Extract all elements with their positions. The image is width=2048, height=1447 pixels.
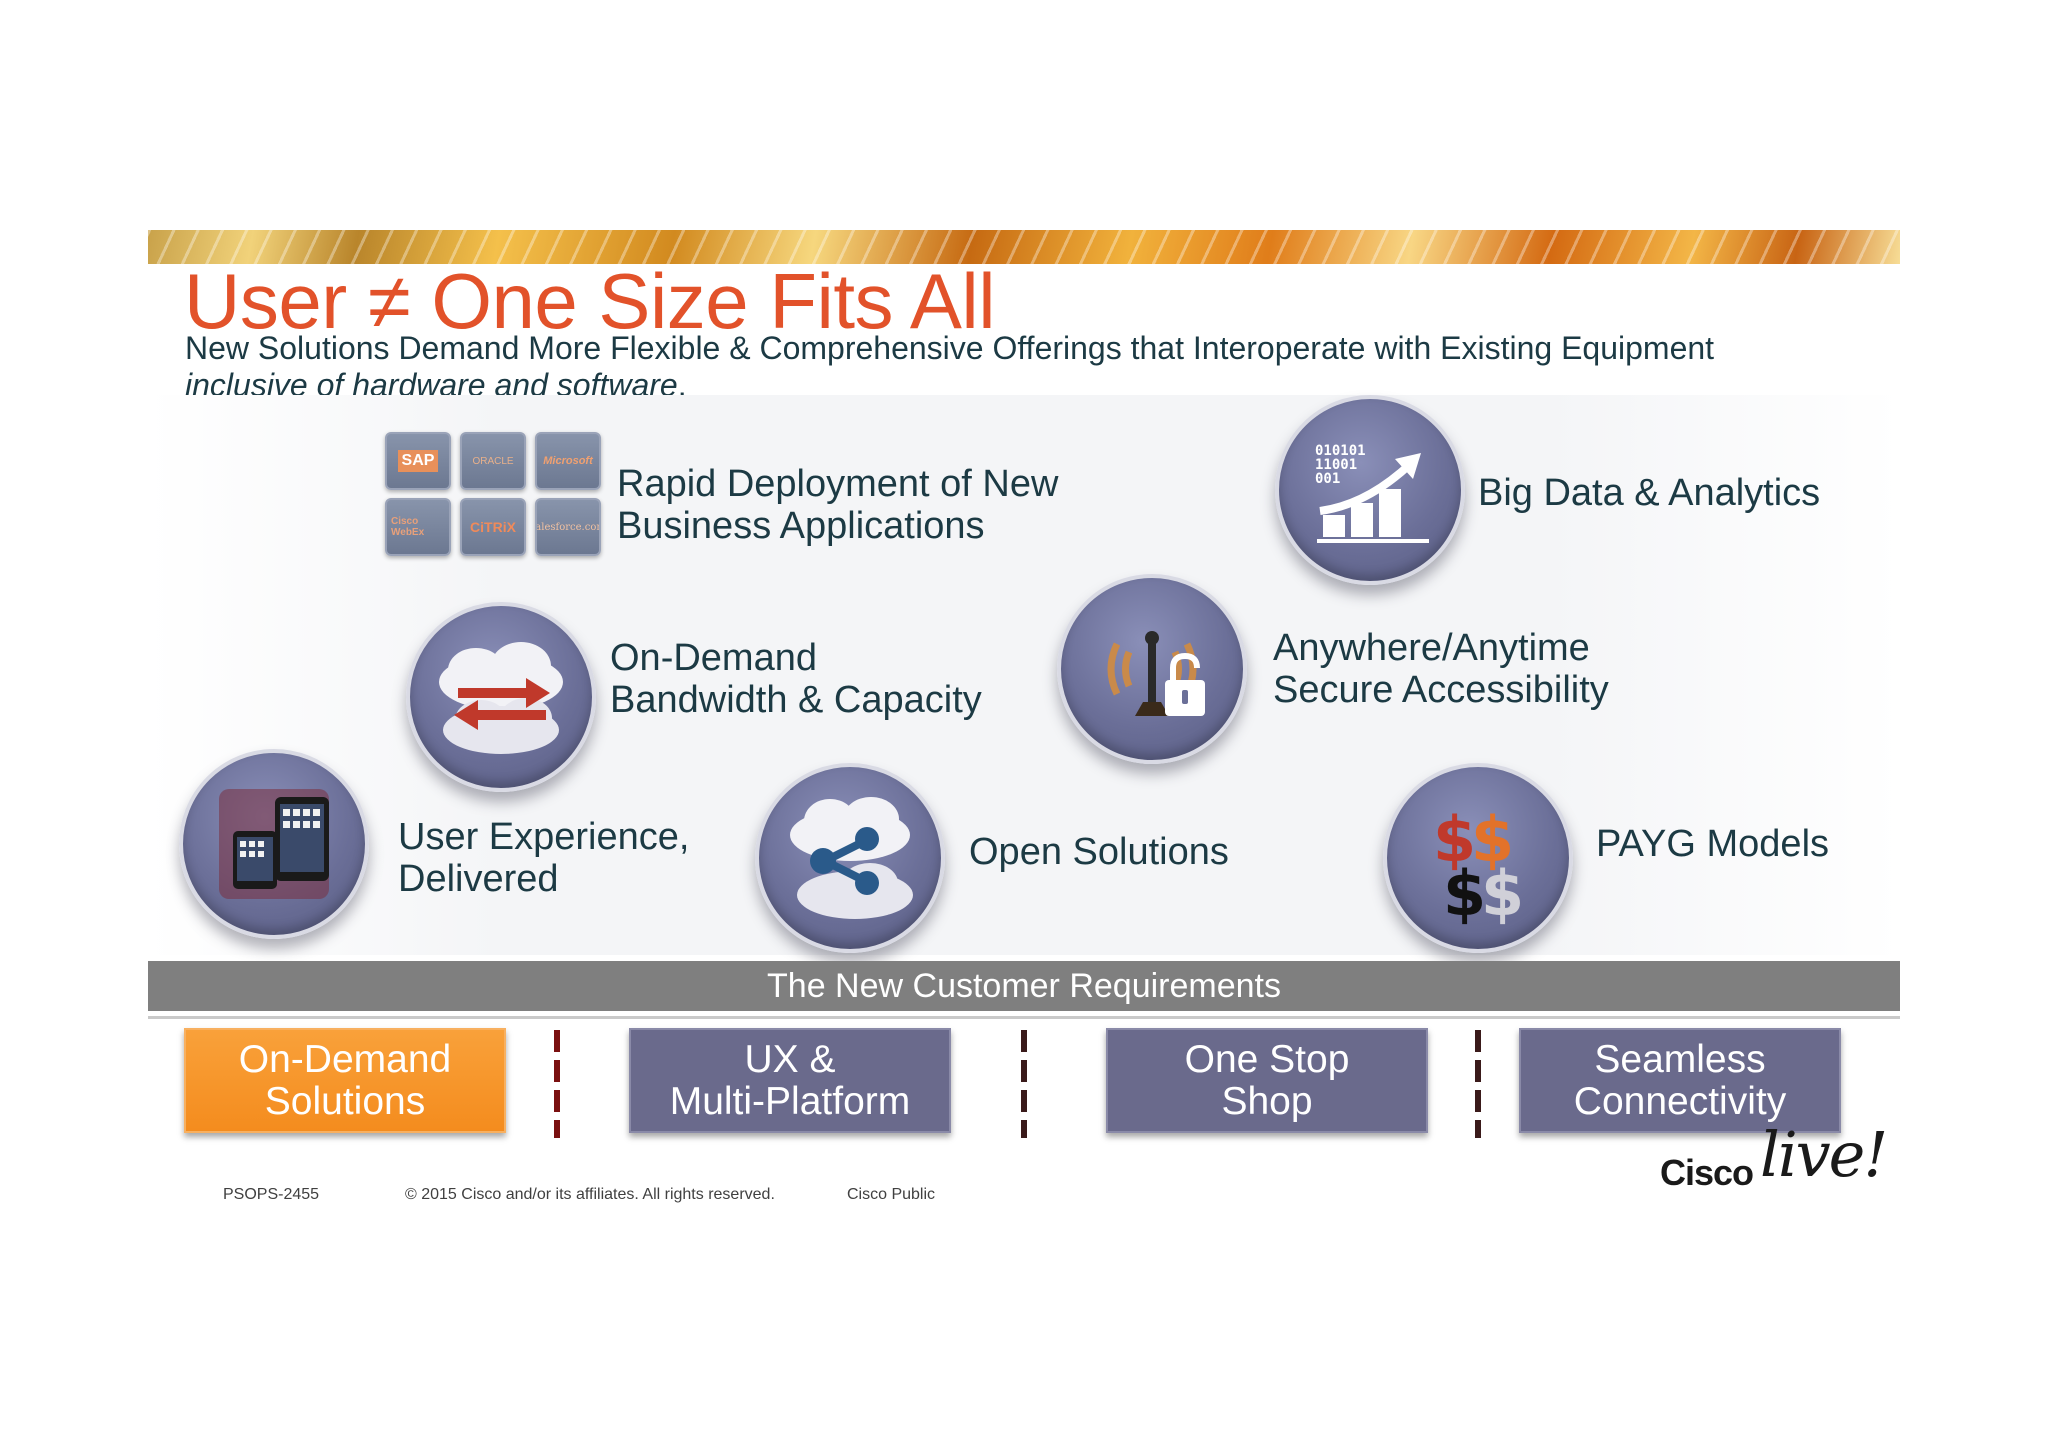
cisco-wordmark: Cisco: [1660, 1152, 1754, 1193]
cloud-share-icon: [755, 763, 945, 953]
enterprise-app-logos: SAP ORACLE Microsoft Cisco WebEx CiTRiX …: [385, 432, 601, 556]
salesforce-logo: salesforce.com: [535, 498, 601, 556]
slide-title: User ≠ One Size Fits All: [184, 257, 996, 345]
requirements-divider-line: [148, 1016, 1900, 1019]
cisco-live-logo: Cisco live!: [1660, 1108, 1888, 1193]
svg-text:$: $: [1433, 803, 1476, 876]
user-experience-label: User Experience, Delivered: [398, 816, 690, 900]
pillar-divider: [1021, 1030, 1027, 1138]
pillar-divider: [554, 1030, 560, 1138]
pillar-divider: [1475, 1030, 1481, 1138]
open-solutions-label: Open Solutions: [969, 831, 1229, 873]
bar-chart-growth-icon: 010101 11001 001: [1275, 395, 1465, 585]
rapid-deployment-label: Rapid Deployment of New Business Applica…: [617, 463, 1059, 547]
binary-line-2: 11001: [1315, 457, 1357, 473]
classification-label: Cisco Public: [847, 1186, 936, 1203]
microsoft-logo: Microsoft: [535, 432, 601, 490]
live-wordmark: live!: [1760, 1118, 1888, 1191]
binary-line-1: 010101: [1315, 443, 1366, 459]
wireless-lock-icon: [1057, 574, 1247, 764]
binary-line-3: 001: [1315, 471, 1340, 487]
subtitle-text: New Solutions Demand More Flexible & Com…: [185, 330, 1715, 366]
svg-text:$: $: [1443, 857, 1486, 930]
dollar-signs-icon: $ $ $ $: [1383, 763, 1573, 953]
session-code: PSOPS-2455: [223, 1186, 320, 1203]
svg-text:$: $: [1481, 857, 1524, 930]
tablet-devices-icon: [179, 749, 369, 939]
anywhere-anytime-label: Anywhere/Anytime Secure Accessibility: [1273, 627, 1609, 711]
copyright-notice: © 2015 Cisco and/or its affiliates. All …: [405, 1186, 775, 1203]
cisco-webex-logo: Cisco WebEx: [385, 498, 451, 556]
payg-label: PAYG Models: [1596, 823, 1830, 865]
pillar-ux-multi-platform: UX &Multi-Platform: [629, 1028, 951, 1133]
oracle-logo: ORACLE: [460, 432, 526, 490]
big-data-label: Big Data & Analytics: [1478, 472, 1821, 514]
subtitle-end: .: [677, 367, 687, 403]
customer-requirements-bar: The New Customer Requirements: [148, 961, 1900, 1011]
citrix-logo: CiTRiX: [460, 498, 526, 556]
cloud-exchange-icon: [406, 602, 596, 792]
sap-logo: SAP: [385, 432, 451, 490]
svg-text:$: $: [1471, 803, 1514, 876]
slide-subtitle: New Solutions Demand More Flexible & Com…: [185, 330, 1745, 404]
decorative-banner: [148, 230, 1900, 264]
on-demand-bandwidth-label: On-Demand Bandwidth & Capacity: [610, 637, 982, 721]
